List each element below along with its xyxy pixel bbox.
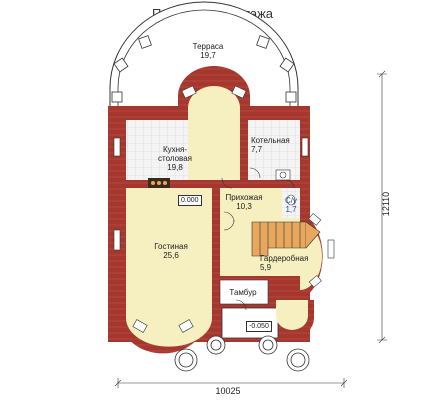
- doors: [221, 167, 295, 311]
- building: [108, 66, 335, 354]
- porch-columns: [174, 335, 310, 372]
- windows: [113, 85, 335, 333]
- boiler-room-floor: [248, 120, 300, 180]
- living-room-floor: [126, 188, 212, 347]
- toilet-icon: [286, 194, 296, 206]
- terrace-columns: [111, 35, 297, 103]
- dimension-lines: [114, 70, 387, 388]
- level-mark-floor: 0.000: [178, 195, 202, 206]
- terrace: [109, 1, 299, 107]
- vestibule-floor: [219, 279, 269, 305]
- dimension-width: 10025: [215, 386, 241, 396]
- dimension-depth: 12110: [381, 191, 391, 217]
- staircase: [251, 221, 321, 257]
- boiler-icon: [275, 169, 291, 181]
- room-vestibule: Тамбур: [229, 288, 257, 297]
- kitchen-floor: [126, 120, 188, 180]
- stove-icon: [148, 178, 170, 188]
- level-mark-entrance: -0.050: [246, 321, 272, 332]
